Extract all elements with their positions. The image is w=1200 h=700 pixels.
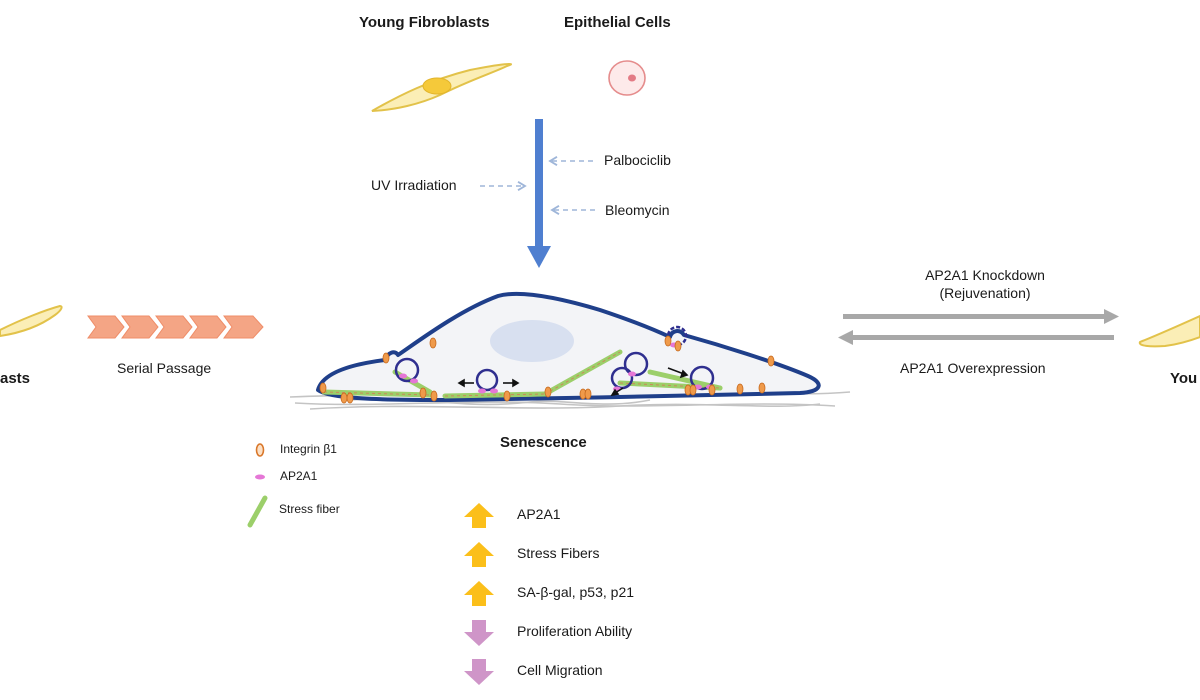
up-arrow-icon: [464, 503, 494, 528]
knockdown-line1: AP2A1 Knockdown: [925, 267, 1045, 283]
change-label: SA-β-gal, p53, p21: [517, 584, 635, 600]
ap2a1-markers: [399, 342, 714, 394]
ap2a1-icon: [255, 474, 265, 480]
change-label: AP2A1: [517, 506, 561, 522]
right-fibroblast-cell: [1138, 314, 1200, 348]
up-arrow-icon: [464, 581, 494, 606]
induction-arrow: [527, 119, 551, 268]
change-label: Cell Migration: [517, 662, 603, 678]
overexpression-arrow: [838, 330, 1114, 345]
up-arrow-icon: [464, 542, 494, 567]
epithelial-cell: [608, 60, 646, 96]
integrin-icon: [255, 443, 265, 457]
down-arrow-icon: [464, 659, 494, 685]
young-fibroblast-cell: [371, 62, 513, 112]
right-cell-label: You: [1170, 370, 1198, 387]
overexpression-label: AP2A1 Overexpression: [900, 360, 1046, 376]
knockdown-line2: (Rejuvenation): [939, 285, 1031, 301]
senescent-cell: [316, 292, 821, 404]
epithelial-cells-label: Epithelial Cells: [564, 14, 671, 31]
change-label: Proliferation Ability: [517, 623, 633, 639]
senescence-label: Senescence: [500, 434, 587, 451]
legend-integrin-label: Integrin β1: [280, 442, 337, 456]
left-cell-label: asts: [0, 370, 31, 387]
knockdown-arrow: [843, 309, 1119, 324]
knockdown-label: AP2A1 Knockdown (Rejuvenation): [885, 266, 1085, 302]
serial-passage-label: Serial Passage: [117, 360, 212, 376]
epithelial-nucleus: [628, 74, 636, 82]
young-fibroblasts-label: Young Fibroblasts: [359, 14, 490, 31]
down-arrow-icon: [464, 620, 494, 646]
change-label: Stress Fibers: [517, 545, 600, 561]
movement-arrows: [457, 367, 689, 397]
uv-irradiation-label: UV Irradiation: [371, 177, 457, 193]
left-fibroblast-cell: [0, 304, 63, 338]
integrin-markers: [319, 335, 775, 404]
bleomycin-label: Bleomycin: [605, 202, 670, 218]
legend-stress-fiber-label: Stress fiber: [279, 502, 340, 516]
palbociclib-label: Palbociclib: [604, 152, 671, 168]
cell-nucleus: [490, 320, 574, 362]
fibroblast-nucleus: [422, 77, 452, 95]
serial-passage-arrows: [87, 315, 264, 339]
change-arrows: [464, 503, 494, 685]
endocytic-vesicles: [394, 325, 715, 392]
stress-fiber-icon: [247, 495, 268, 528]
legend-ap2a1-label: AP2A1: [280, 469, 318, 483]
